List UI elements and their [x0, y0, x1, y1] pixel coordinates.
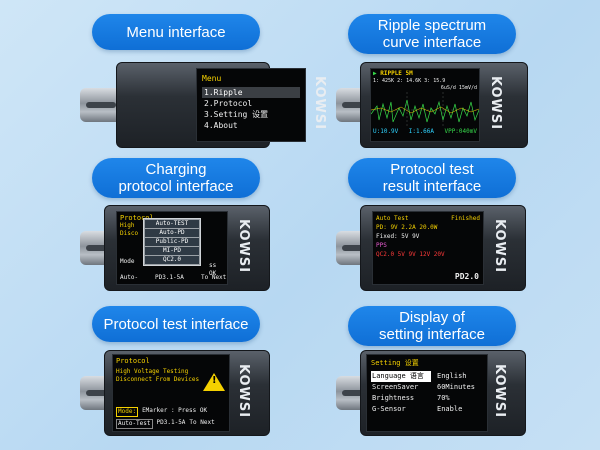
device-charging: Protocol High Disco Mode Auto- PD3.1-5A …: [80, 205, 270, 291]
caption-protocol: Protocol test interface: [92, 306, 260, 342]
setting-row-screensaver[interactable]: ScreenSaver 60Minutes: [371, 382, 483, 393]
protocol-auto-next: To Next: [189, 419, 215, 426]
charging-bottom-right: PD3.1-5A: [155, 274, 184, 281]
brand-logo: KOWSI: [236, 219, 251, 274]
charging-screen: Protocol High Disco Mode Auto- PD3.1-5A …: [116, 211, 228, 285]
setting-value: English: [437, 372, 467, 380]
setting-title: Setting 设置: [371, 359, 419, 367]
dropdown-item-mi-pd[interactable]: MI-PD: [145, 247, 199, 255]
protocol-auto-value: PD3.1-5A: [156, 419, 186, 426]
device-protocol: Protocol High Voltage Testing Disconnect…: [80, 350, 270, 436]
menu-item-setting[interactable]: 3.Setting 设置: [204, 110, 269, 119]
protocol-auto-label: Auto-Test: [116, 419, 153, 429]
ripple-scale: 6uS/d 15mV/d: [440, 85, 477, 91]
dropdown-item-auto-test[interactable]: Auto-TEST: [145, 220, 199, 228]
dropdown-item-auto-pd[interactable]: Auto-PD: [145, 229, 199, 237]
setting-label: Language 语言: [371, 371, 431, 382]
setting-row-language[interactable]: Language 语言 English: [371, 371, 483, 382]
ripple-title: RIPPLE 5M: [380, 70, 413, 77]
device-setting: Setting 设置 Language 语言 English ScreenSav…: [336, 350, 526, 436]
charging-mode-label: Mode: [120, 258, 135, 265]
ripple-current: I:1.66A: [408, 128, 435, 135]
caption-ripple: Ripple spectrum curve interface: [348, 14, 516, 54]
setting-value: 60Minutes: [437, 383, 475, 391]
brand-logo: KOWSI: [488, 76, 503, 131]
brand-logo: KOWSI: [492, 364, 507, 419]
charging-title: Protocol: [120, 214, 154, 222]
protocol-line-1: High Voltage Testing: [116, 368, 189, 375]
brand-logo: KOWSI: [312, 76, 327, 131]
play-icon: ▶: [373, 70, 377, 77]
menu-item-ripple[interactable]: 1.Ripple: [202, 87, 300, 98]
setting-screen: Setting 设置 Language 语言 English ScreenSav…: [366, 354, 488, 432]
protocol-screen: Protocol High Voltage Testing Disconnect…: [112, 354, 230, 432]
result-screen: Auto Test Finished PD: 9V 2.2A 20.0W Fix…: [372, 211, 484, 285]
charging-line-2: Disco: [120, 230, 139, 237]
ripple-trace-green: [371, 99, 479, 123]
dropdown-item-public-pd[interactable]: Public-PD: [145, 238, 199, 246]
setting-value: Enable: [437, 405, 463, 413]
result-header-left: Auto Test: [376, 215, 409, 222]
caption-charging: Charging protocol interface: [92, 158, 260, 198]
setting-label: ScreenSaver: [372, 383, 419, 391]
device-ripple: ▶ RIPPLE 5M 1: 425K 2: 14.6K 3: 15.9 6uS…: [336, 62, 528, 148]
ripple-screen: ▶ RIPPLE 5M 1: 425K 2: 14.6K 3: 15.9 6uS…: [370, 68, 480, 142]
menu-title: Menu: [202, 74, 222, 83]
charging-bottom-left: Auto-: [120, 274, 139, 281]
protocol-mode-label: Mode:: [116, 407, 139, 417]
result-header-right: Finished: [451, 215, 480, 222]
ripple-waveform: [371, 92, 479, 128]
device-menu: Menu 1.Ripple 2.Protocol 3.Setting 设置 4.…: [80, 62, 327, 148]
charging-next: To Next: [201, 274, 227, 281]
device-result: Auto Test Finished PD: 9V 2.2A 20.0W Fix…: [336, 205, 526, 291]
caption-result: Protocol test result interface: [348, 158, 516, 198]
caption-setting: Display of setting interface: [348, 306, 516, 346]
brand-logo: KOWSI: [236, 364, 251, 419]
protocol-dropdown[interactable]: Auto-TEST Auto-PD Public-PD MI-PD QC2.0: [143, 218, 201, 266]
brand-logo: KOWSI: [492, 219, 507, 274]
result-line-pps: PPS: [376, 242, 387, 249]
setting-row-gsensor[interactable]: G-Sensor Enable: [371, 404, 483, 415]
ripple-voltage: U:10.9V: [373, 128, 399, 135]
setting-label: Brightness: [372, 394, 415, 402]
ripple-trace-yellow: [371, 106, 479, 114]
protocol-line-2: Disconnect From Devices: [116, 376, 200, 383]
menu-screen: Menu 1.Ripple 2.Protocol 3.Setting 设置 4.…: [196, 68, 306, 142]
setting-label: G-Sensor: [372, 405, 406, 413]
menu-item-protocol[interactable]: 2.Protocol: [204, 99, 253, 108]
protocol-title: Protocol: [116, 357, 150, 365]
usb-c-plug: [80, 88, 120, 122]
setting-row-brightness[interactable]: Brightness 70%: [371, 393, 483, 404]
setting-value: 70%: [437, 394, 450, 402]
caption-menu: Menu interface: [92, 14, 260, 50]
ripple-vpp: VPP:040mV: [444, 128, 477, 135]
warning-icon: !: [203, 373, 225, 391]
result-badge: PD2.0: [454, 272, 479, 281]
ripple-freq: 1: 425K 2: 14.6K 3: 15.9: [373, 78, 446, 84]
charging-line-1: High: [120, 222, 135, 229]
charging-ok: ss OK: [209, 262, 217, 277]
dropdown-item-qc20[interactable]: QC2.0: [145, 256, 199, 264]
result-line-pd: PD: 9V 2.2A 20.0W: [376, 224, 438, 231]
protocol-mode-value: EMarker : Press OK: [142, 407, 208, 414]
result-line-fixed: Fixed: 5V 9V: [376, 233, 420, 240]
menu-item-about[interactable]: 4.About: [204, 121, 238, 130]
result-line-qc: QC2.0 5V 9V 12V 20V: [376, 251, 445, 258]
